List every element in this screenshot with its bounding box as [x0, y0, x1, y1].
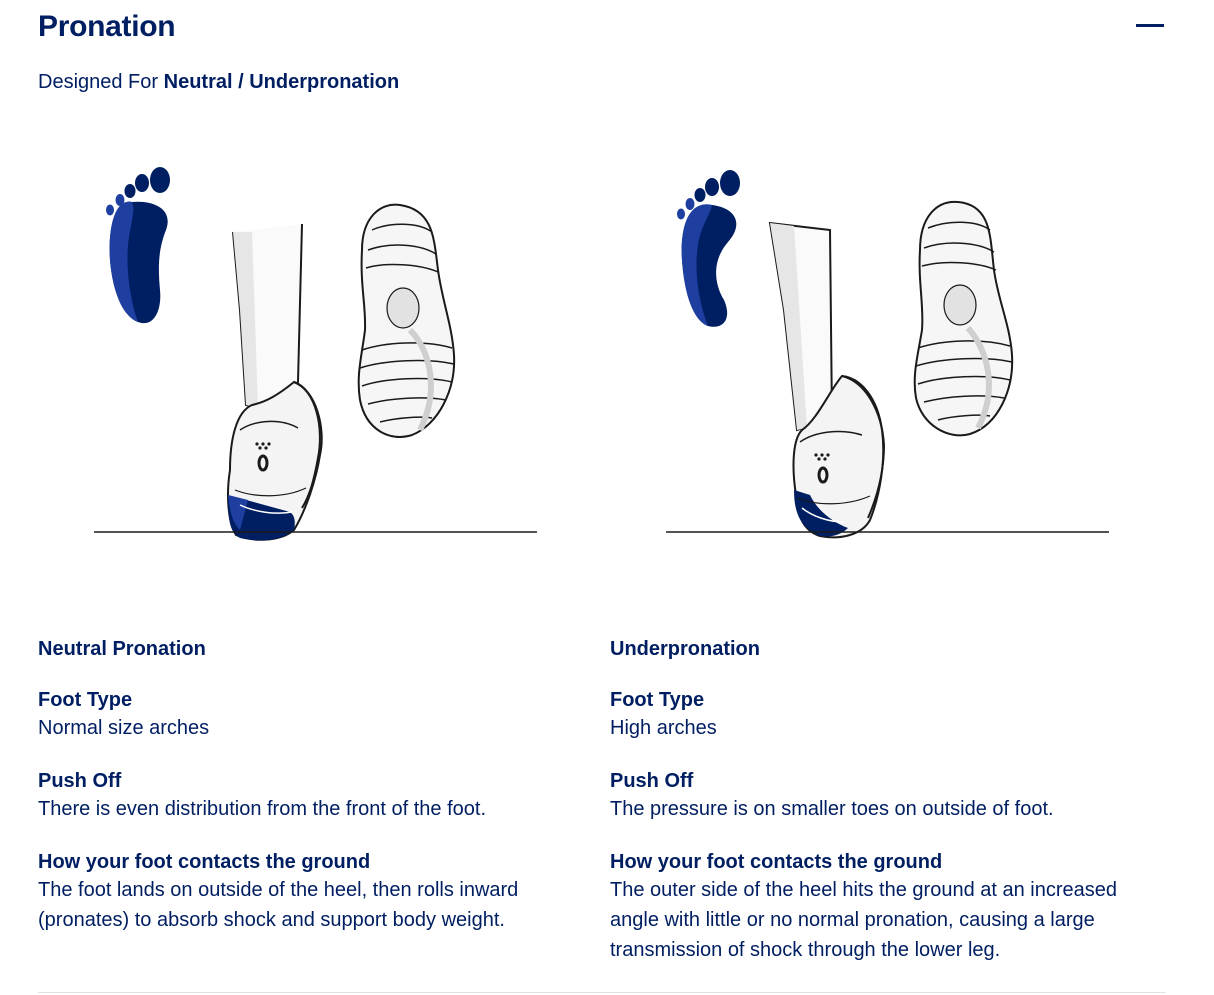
foot-type-text: High arches: [610, 717, 717, 739]
shoe-sole-icon: [913, 200, 1014, 437]
push-off-label: Push Off: [38, 770, 122, 792]
ground-contact-label: How your foot contacts the ground: [610, 851, 943, 873]
push-off-text: The pressure is on smaller toes on outsi…: [610, 798, 1054, 820]
footprint-icon: [677, 170, 740, 327]
section-divider: [38, 992, 1166, 993]
push-off-text: There is even distribution from the fron…: [38, 798, 487, 820]
section-title: Pronation: [38, 10, 176, 43]
foot-type-label: Foot Type: [38, 689, 133, 711]
foot-type-block: Foot Type Normal size arches: [38, 687, 598, 743]
column-heading: Underpronation: [610, 638, 760, 660]
ground-contact-text: The foot lands on outside of the heel, t…: [38, 879, 519, 931]
foot-type-text: Normal size arches: [38, 717, 210, 739]
push-off-label: Push Off: [610, 770, 694, 792]
ground-contact-block: How your foot contacts the ground The ou…: [610, 849, 1170, 965]
neutral-pronation-illustration: [80, 150, 550, 550]
shoe-sole-icon: [357, 203, 456, 438]
ground-contact-block: How your foot contacts the ground The fo…: [38, 849, 598, 935]
shoe-heel-icon: [227, 223, 323, 541]
underpronation-column: Underpronation Foot Type High arches Pus…: [610, 636, 1170, 965]
ground-contact-label: How your foot contacts the ground: [38, 851, 371, 873]
underpronation-illustration: [652, 150, 1122, 550]
push-off-block: Push Off The pressure is on smaller toes…: [610, 768, 1170, 824]
neutral-pronation-column: Neutral Pronation Foot Type Normal size …: [38, 636, 598, 935]
collapse-button[interactable]: [1130, 12, 1170, 40]
designed-for: Designed For Neutral / Underpronation: [38, 71, 399, 94]
foot-type-block: Foot Type High arches: [610, 687, 1170, 743]
footprint-icon: [106, 167, 170, 324]
column-heading: Neutral Pronation: [38, 638, 206, 660]
designed-for-value: Neutral / Underpronation: [163, 71, 400, 93]
ground-contact-text: The outer side of the heel hits the grou…: [610, 879, 1118, 961]
designed-for-prefix: Designed For: [38, 71, 159, 93]
minus-icon: [1136, 24, 1164, 27]
push-off-block: Push Off There is even distribution from…: [38, 768, 598, 824]
foot-type-label: Foot Type: [610, 689, 705, 711]
shoe-heel-icon: [768, 221, 886, 539]
